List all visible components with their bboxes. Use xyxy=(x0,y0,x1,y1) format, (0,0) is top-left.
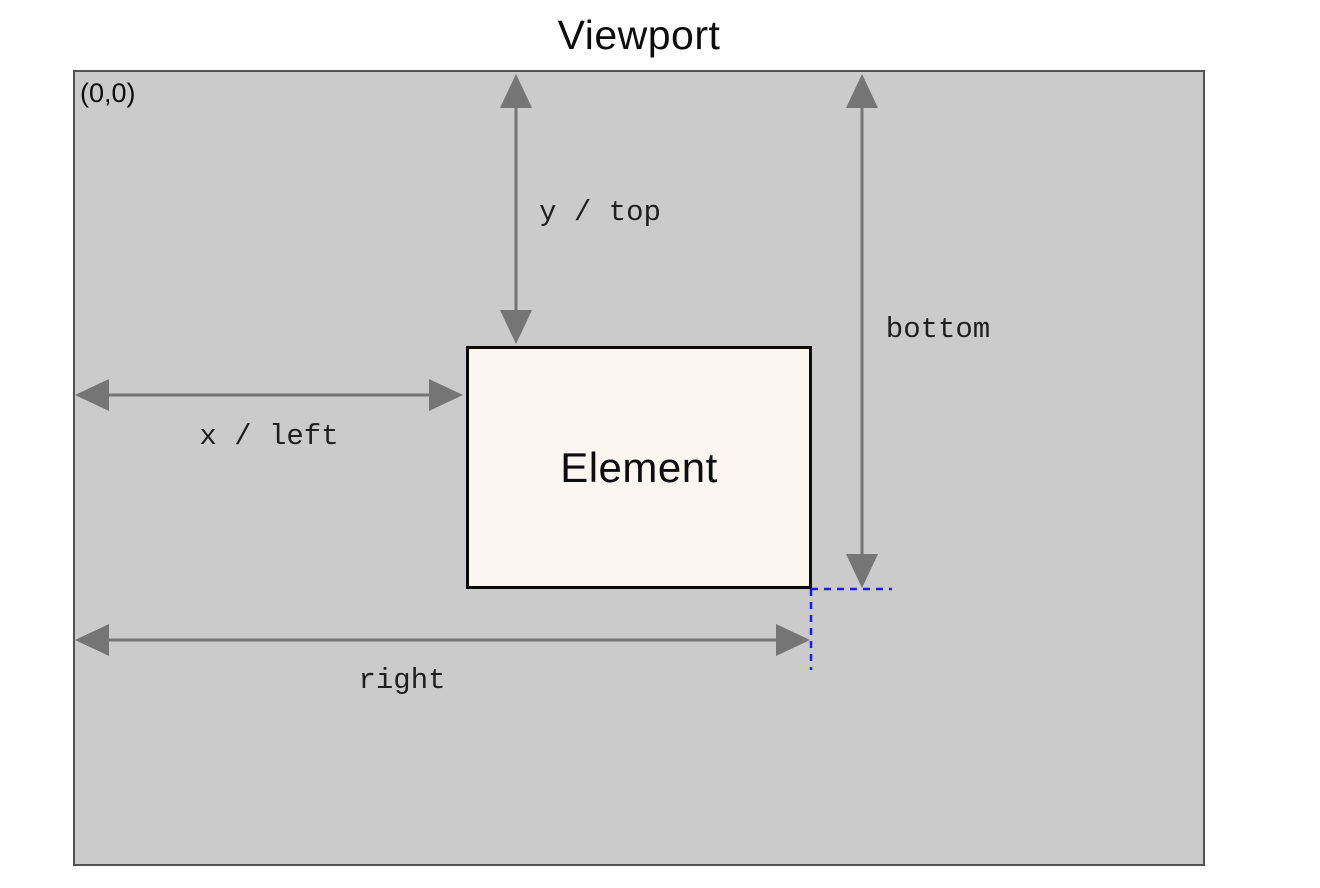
measurement-label-x-left: x / left xyxy=(199,420,339,453)
measurement-label-bottom: bottom xyxy=(885,313,991,346)
origin-coordinate-label: (0,0) xyxy=(80,78,136,108)
diagram-title: Viewport xyxy=(557,12,721,58)
element-box: Element xyxy=(466,346,812,589)
measurement-label-y-top: y / top xyxy=(539,196,661,229)
measurement-label-right: right xyxy=(358,664,446,697)
element-label: Element xyxy=(560,443,718,491)
